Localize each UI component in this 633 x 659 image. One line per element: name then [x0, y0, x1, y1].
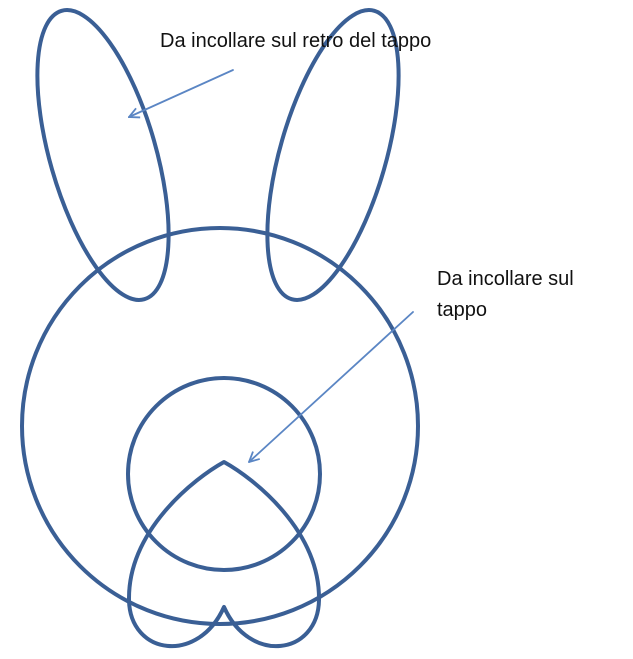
ears-arrow [129, 70, 233, 117]
muzzle-circle [128, 378, 320, 570]
head-note-label: Da incollare sul tappo [437, 264, 574, 326]
head-circle [22, 228, 418, 624]
ears-note-label: Da incollare sul retro del tappo [160, 26, 431, 57]
heart-shape [129, 462, 319, 646]
head-arrow [249, 312, 413, 462]
